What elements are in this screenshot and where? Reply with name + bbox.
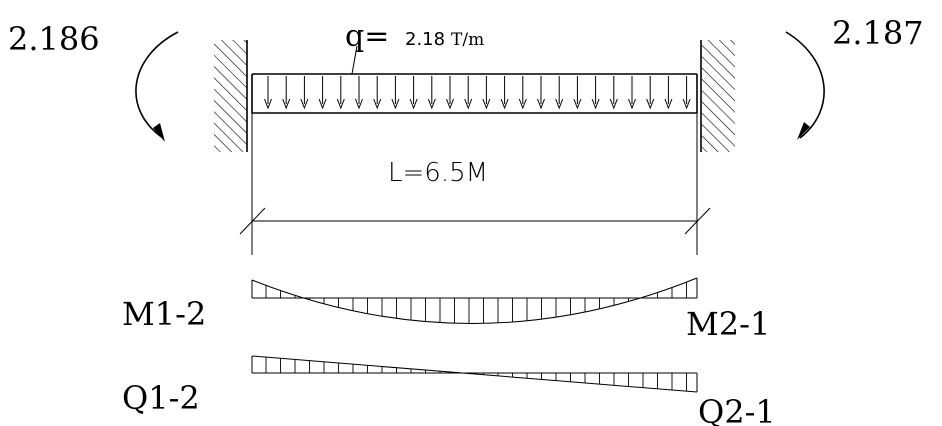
right-fixed-support bbox=[700, 40, 735, 152]
right-moment-arrow-icon bbox=[785, 31, 825, 140]
load-arrow-head-icon bbox=[646, 98, 655, 110]
load-leader-line bbox=[351, 45, 358, 75]
load-arrow-head-icon bbox=[391, 98, 400, 110]
load-arrow-head-icon bbox=[482, 98, 491, 110]
load-q-symbol: q= bbox=[345, 19, 389, 54]
load-arrow-head-icon bbox=[664, 98, 673, 110]
load-arrow-head-icon bbox=[264, 98, 272, 110]
load-arrow-head-icon bbox=[373, 98, 382, 110]
load-arrow-head-icon bbox=[300, 98, 309, 110]
shear-right-label: Q2-1 bbox=[698, 393, 776, 426]
load-arrow-head-icon bbox=[518, 98, 527, 110]
load-arrow-head-icon bbox=[537, 98, 545, 110]
shear-left-label: Q1-2 bbox=[122, 379, 200, 417]
load-arrow-head-icon bbox=[464, 98, 473, 110]
moment-left-label: M1-2 bbox=[122, 295, 206, 333]
distributed-load bbox=[251, 73, 698, 113]
load-arrow-head-icon bbox=[409, 98, 418, 110]
load-arrow-head-icon bbox=[355, 98, 363, 110]
load-arrow-head-icon bbox=[609, 98, 618, 110]
left-moment-value: 2.186 bbox=[8, 20, 100, 58]
load-arrow-head-icon bbox=[682, 98, 691, 110]
moment-right-label: M2-1 bbox=[686, 305, 770, 343]
load-arrow-head-icon bbox=[555, 98, 564, 110]
load-arrow-head-icon bbox=[282, 98, 291, 110]
load-arrow-head-icon bbox=[336, 98, 345, 110]
load-arrow-head-icon bbox=[500, 98, 509, 110]
load-q-value: 2.18 bbox=[405, 29, 445, 50]
right-moment-value: 2.187 bbox=[832, 14, 924, 52]
load-arrow-head-icon bbox=[628, 98, 636, 110]
load-arrow-head-icon bbox=[591, 98, 600, 110]
left-moment-arrow-icon bbox=[135, 31, 179, 142]
bending-moment-diagram bbox=[251, 277, 698, 324]
left-fixed-support bbox=[214, 40, 248, 152]
load-arrow-head-icon bbox=[318, 98, 327, 110]
load-arrow-head-icon bbox=[446, 98, 454, 110]
shear-force-diagram bbox=[251, 355, 698, 393]
load-arrow-head-icon bbox=[573, 98, 582, 110]
load-arrow-head-icon bbox=[427, 98, 436, 110]
span-label: L=6.5M bbox=[388, 158, 488, 188]
span-dimension-line bbox=[239, 113, 711, 255]
load-q-unit: T/m bbox=[451, 30, 484, 50]
